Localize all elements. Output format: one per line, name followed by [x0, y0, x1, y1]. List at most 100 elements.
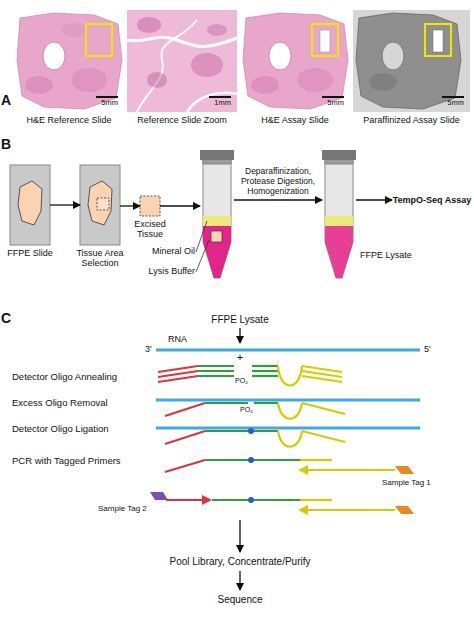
lysate-tube-part [325, 164, 353, 278]
reference-zoom-image-part [187, 93, 237, 112]
flow-arrow [160, 205, 200, 206]
image-panel: Paraffinized Assay Slide5mm [353, 10, 470, 112]
paraffinized-assay-image-part [442, 96, 464, 98]
end-label: 5' [424, 344, 431, 354]
ffpe-slide-part [10, 165, 50, 245]
selection-slide-part [97, 198, 109, 210]
pcr-row-two-part [306, 509, 395, 511]
paraffinized-assay-image-part [353, 10, 470, 112]
annealing-oligos-part [158, 376, 198, 382]
reference-zoom-image-part [209, 96, 231, 98]
lysis-tube-part [203, 216, 231, 226]
edge-label: Deparaffinization, Protease Digestion, H… [233, 167, 323, 196]
he-reference-image-part [62, 23, 86, 37]
reference-zoom-image-part [127, 37, 237, 46]
flow-arrows-part [239, 571, 240, 590]
annealing-oligos [158, 366, 342, 386]
step-label: Detector Oligo Ligation [12, 424, 109, 435]
node-text: 5mm [447, 99, 464, 108]
he-reference-image-part [96, 96, 118, 98]
he-reference-image-part [43, 42, 65, 70]
annealing-oligos-part [198, 375, 234, 377]
node-text: 1mm [214, 99, 231, 108]
annealing-oligos-part [252, 375, 278, 377]
lysate-tube [322, 150, 356, 278]
step-label: Excess Oligo Removal [12, 398, 108, 409]
removal-oligos-part [254, 402, 278, 404]
he-assay-image-part [240, 10, 350, 112]
tube-shape: FFPE Lysate [322, 150, 356, 278]
step-label: PCR with Tagged Primers [12, 456, 121, 467]
flow-arrow [50, 204, 80, 205]
paraffinized-assay-image-part [382, 42, 404, 70]
paraffinized-assay-image-part [425, 24, 451, 56]
rna-strand [156, 349, 420, 352]
pcr-row-two-part [212, 499, 300, 501]
reference-zoom-image-part [137, 17, 161, 33]
tube-shape: Mineral OilLysis Buffer [200, 150, 234, 278]
ligation-oligos [156, 428, 420, 447]
annealing-oligos-part [302, 376, 342, 382]
he-assay-image-part [312, 24, 338, 56]
he-reference-image-part [71, 68, 107, 92]
pcr-row-two-part [298, 505, 308, 515]
pcr-row-two-part [150, 492, 168, 500]
ligation-oligos-part [302, 431, 345, 442]
ffpe-slide-part [18, 181, 42, 225]
lysate-tube-part [325, 226, 353, 278]
node-caption: Excised Tissue [123, 219, 177, 240]
he-assay-image-part [269, 42, 291, 70]
lysis-tube-part [202, 160, 232, 164]
reference-zoom-image-part [191, 53, 223, 77]
step-label: Pool Library, Concentrate/Purify [170, 556, 311, 568]
lysate-tube-part [322, 150, 356, 160]
removal-oligos-part [165, 403, 205, 416]
tissue-box: Excised Tissue [140, 196, 160, 216]
selection-slide [80, 165, 120, 245]
ligation-oligos-part [165, 431, 205, 444]
strand-label: RNA [168, 334, 187, 344]
pcr-row-two-part [166, 499, 205, 501]
node-caption: TempO-Seq Assay [392, 190, 472, 210]
excised-tissue-part [140, 196, 160, 216]
node-caption: Tissue Area Selection [69, 248, 131, 269]
lysis-tube-part [203, 164, 231, 278]
lysis-tube [200, 150, 234, 278]
image-panel: H&E Assay Slide5mm [240, 10, 350, 112]
ligation-oligos-part [205, 430, 278, 432]
panel-letter: A [1, 92, 11, 108]
node-caption: H&E Reference Slide [11, 115, 127, 125]
pcr-row-one-part [298, 465, 308, 475]
node-caption: Paraffinized Assay Slide [350, 115, 473, 125]
tag-label: Sample Tag 2 [98, 504, 147, 513]
flow-arrow [120, 205, 140, 206]
node-caption: Mineral Oil [152, 246, 195, 256]
slide-box: FFPE Slide [10, 165, 50, 245]
panel-letter: B [1, 136, 11, 152]
annealing-oligos-part [198, 370, 234, 372]
he-assay-image-part [251, 76, 279, 94]
he-assay-image-part [243, 13, 348, 109]
pcr-row-one [165, 457, 414, 475]
step-label: Sequence [217, 594, 262, 606]
annealing-oligos-part [252, 365, 278, 367]
ffpe-slide [10, 165, 50, 245]
pcr-row-two-part [300, 499, 332, 501]
removal-oligos-part [205, 402, 248, 404]
removal-oligos-part [278, 403, 302, 419]
lysis-tube-part [211, 231, 222, 242]
pcr-row-two [150, 492, 414, 515]
pcr-row-one-part [165, 460, 205, 472]
flow-arrow [356, 199, 392, 200]
excised-tissue [140, 196, 160, 216]
annealing-oligos-part [198, 365, 234, 367]
paraffinized-assay-image-part [433, 30, 443, 52]
lysis-tube-part [200, 150, 234, 160]
node-caption: FFPE Lysate [360, 250, 412, 260]
selection-slide-part [88, 181, 112, 225]
he-reference-image-part [25, 76, 53, 94]
node-text: 5mm [101, 99, 118, 108]
he-assay-image [240, 10, 350, 112]
he-reference-image-part [17, 13, 122, 109]
